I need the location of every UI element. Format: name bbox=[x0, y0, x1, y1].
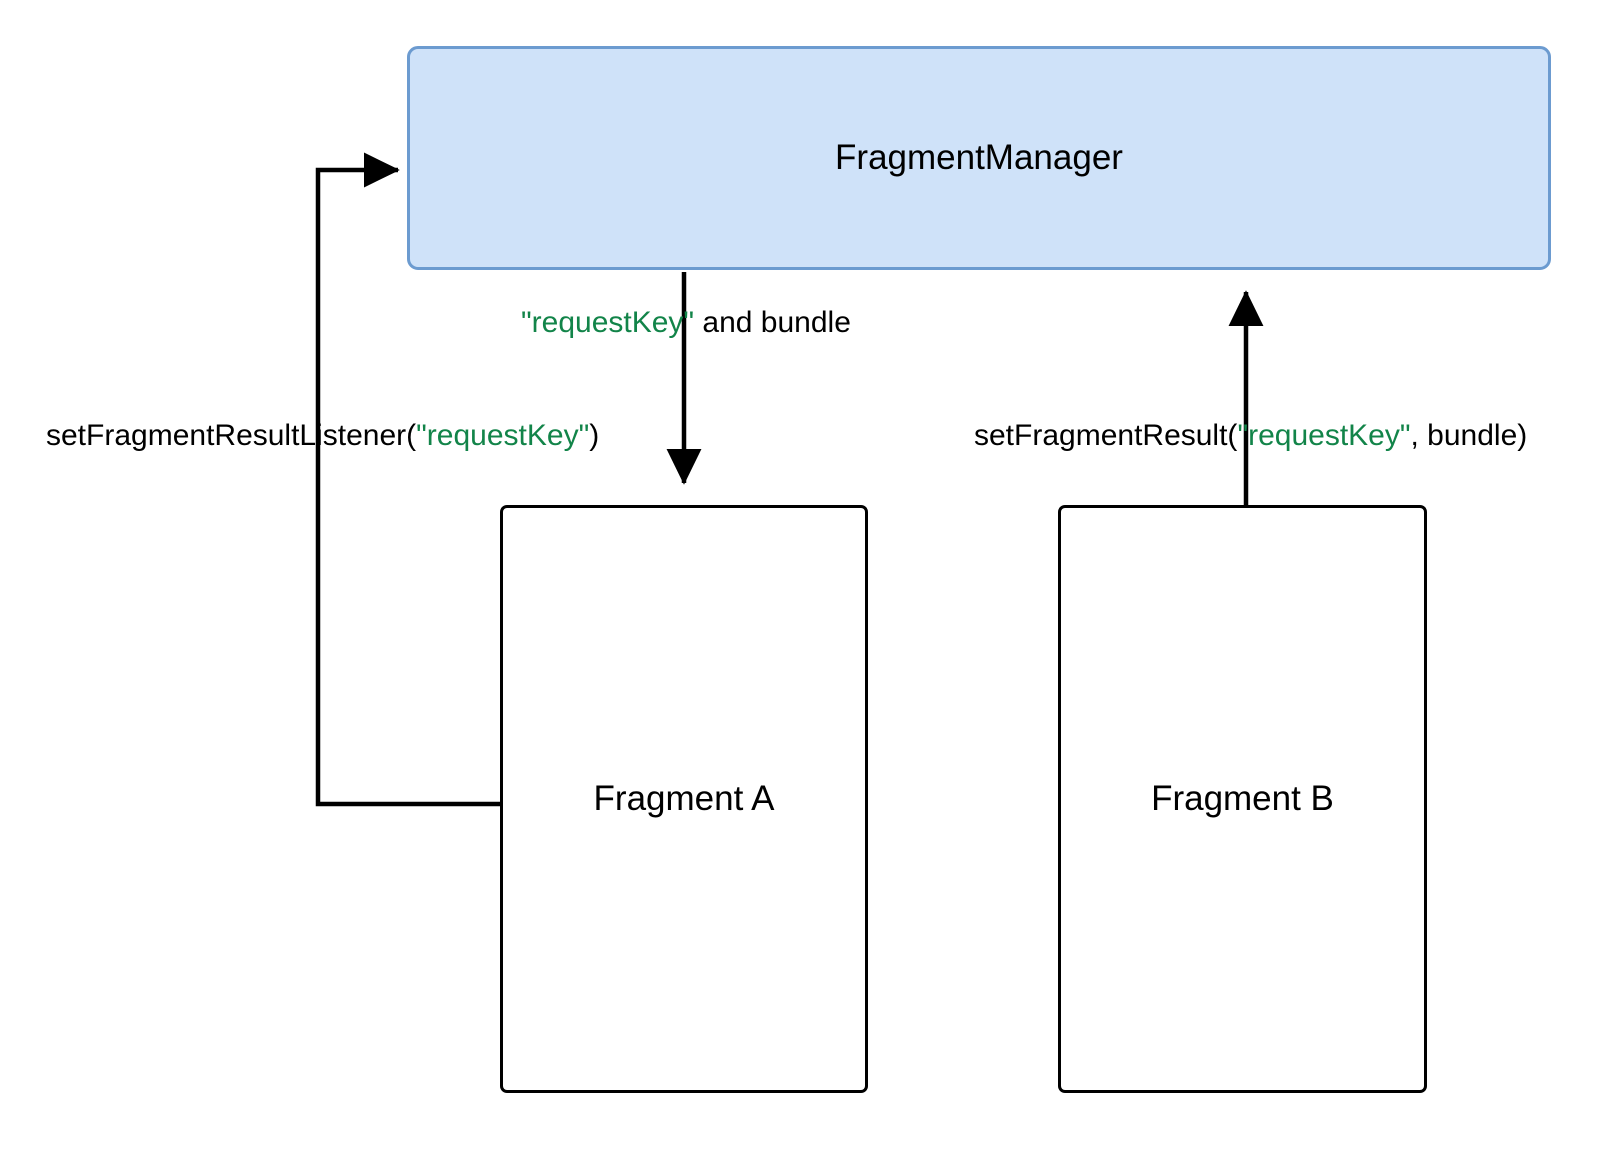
edge-label-set-result-key: "requestKey" bbox=[1237, 419, 1411, 452]
edge-label-set-result-prefix: setFragmentResult( bbox=[974, 419, 1238, 452]
edge-label-key-bundle-suffix: and bundle bbox=[694, 306, 851, 339]
edge-label-key-bundle: "requestKey" and bundle bbox=[521, 305, 851, 341]
node-fragment-b-label: Fragment B bbox=[1151, 778, 1334, 818]
edge-label-set-result: setFragmentResult("requestKey", bundle) bbox=[974, 418, 1527, 454]
edge-label-key-bundle-key: "requestKey" bbox=[521, 306, 695, 339]
edge-label-listener-suffix: ) bbox=[589, 419, 600, 452]
node-fragment-manager-label: FragmentManager bbox=[835, 137, 1123, 177]
edge-label-listener-key: "requestKey" bbox=[416, 419, 590, 452]
node-fragment-a: Fragment A bbox=[500, 505, 868, 1093]
edge-label-set-result-suffix: , bundle) bbox=[1410, 419, 1528, 452]
node-fragment-a-label: Fragment A bbox=[593, 778, 775, 818]
edge-label-listener-prefix: setFragmentResultListener( bbox=[46, 419, 417, 452]
node-fragment-manager: FragmentManager bbox=[407, 46, 1551, 270]
edge-label-listener: setFragmentResultListener("requestKey") bbox=[46, 418, 599, 454]
node-fragment-b: Fragment B bbox=[1058, 505, 1427, 1093]
edge-listener-path bbox=[315, 152, 500, 807]
